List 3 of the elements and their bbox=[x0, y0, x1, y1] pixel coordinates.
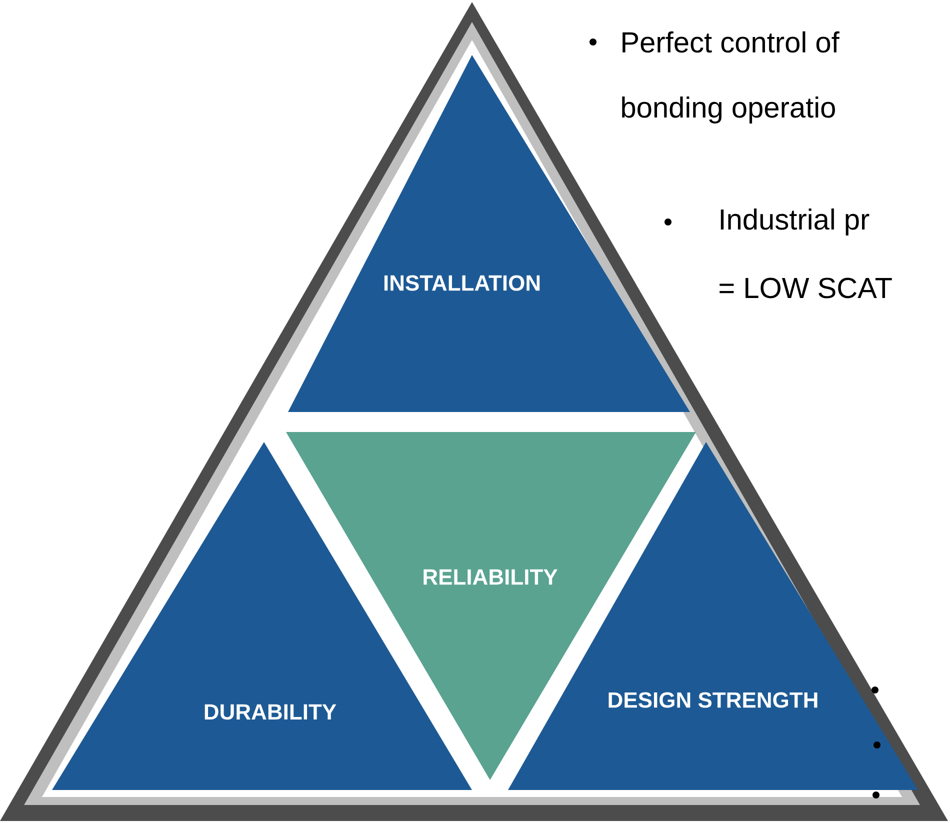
bullet-text: Perfect control of bbox=[622, 31, 840, 53]
bullet-text: Industrial pr bbox=[720, 208, 870, 236]
bullet-text: = LOW SCAT bbox=[720, 278, 892, 298]
